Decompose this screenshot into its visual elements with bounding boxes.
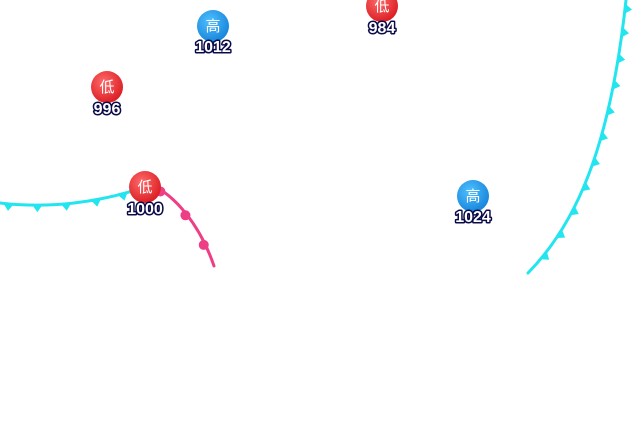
low-center-1000-disc	[129, 171, 161, 203]
warm-front-pips	[155, 186, 209, 250]
warm-front	[148, 182, 216, 268]
high-center-1024-disc	[457, 180, 489, 212]
front-ce-symbol-9	[621, 27, 630, 38]
front-ce-symbol-7	[612, 79, 621, 90]
front-cw-symbol-2	[61, 203, 72, 211]
cold-front-west-line	[0, 186, 144, 207]
low-center-996-pressure: 996	[94, 101, 121, 118]
high-center-1012-disc	[197, 10, 229, 42]
high-center-1024: 高 1024	[454, 180, 492, 228]
low-center-996: 低 996	[91, 71, 123, 120]
low-center-984: 低 984	[366, 0, 398, 39]
low-center-984-disc	[366, 0, 398, 22]
front-cw-symbol-1	[32, 205, 43, 213]
low-center-984-pressure: 984	[369, 20, 396, 37]
low-center-996-disc	[91, 71, 123, 103]
high-center-1012-pressure: 1012	[195, 39, 231, 56]
front-ce-symbol-8	[617, 53, 626, 64]
high-center-1012: 高 1012	[194, 10, 232, 58]
front-ce-symbol-3	[581, 182, 591, 192]
cold-front-west-pips	[3, 192, 128, 213]
front-ce-symbol-1	[556, 229, 566, 238]
cold-front-west	[0, 186, 144, 213]
low-center-1000-symbol: 低	[137, 178, 152, 196]
front-w-symbol-1	[180, 210, 191, 221]
low-center-1000: 低 1000	[126, 171, 164, 220]
front-cw-symbol-4	[117, 192, 128, 201]
cold-front-east	[526, 0, 632, 275]
low-center-1000-pressure: 1000	[127, 201, 163, 218]
front-ce-symbol-4	[591, 157, 600, 167]
front-ce-symbol-0	[540, 251, 550, 260]
low-center-996-symbol: 低	[99, 78, 114, 96]
front-cw-symbol-3	[91, 198, 101, 207]
high-center-1024-pressure: 1024	[455, 209, 491, 226]
high-center-1024-symbol: 高	[465, 187, 480, 205]
high-center-1012-symbol: 高	[205, 17, 220, 35]
front-w-symbol-2	[198, 239, 209, 250]
front-ce-symbol-2	[570, 206, 579, 216]
front-ce-symbol-6	[606, 105, 615, 116]
cold-front-east-pips	[540, 3, 632, 260]
front-cw-symbol-0	[3, 203, 14, 211]
front-ce-symbol-5	[599, 131, 608, 142]
front-ce-symbol-10	[624, 3, 632, 14]
cold-front-east-line	[526, 0, 628, 275]
low-center-984-symbol: 低	[374, 0, 389, 15]
